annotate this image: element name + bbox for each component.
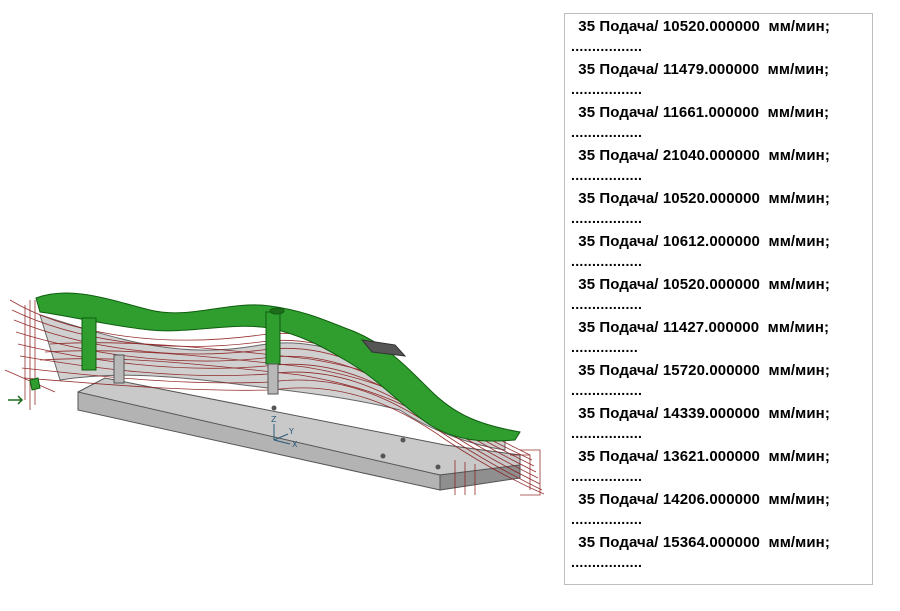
feed-entry[interactable]: 35 Подача/ 10520.000000 мм/мин; ........…: [565, 14, 872, 57]
left-marker: [29, 377, 41, 391]
feed-entry-text: 35 Подача/ 11427.000000 мм/мин;: [574, 319, 830, 336]
feed-entry-dots: ................: [571, 339, 639, 355]
axis-label-x: X: [292, 440, 298, 449]
feed-entry-text: 35 Подача/ 14339.000000 мм/мин;: [574, 405, 830, 422]
base-hole-2: [380, 453, 386, 459]
feed-entry[interactable]: 35 Подача/ 14339.000000 мм/мин; ........…: [565, 401, 872, 444]
feed-entry-dots: .................: [571, 468, 643, 484]
feed-rate-list[interactable]: 35 Подача/ 10520.000000 мм/мин; ........…: [564, 13, 873, 585]
axis-triad: [273, 424, 291, 445]
top-hole: [269, 307, 285, 315]
pillar-middle: [265, 311, 281, 365]
feed-entry[interactable]: 35 Подача/ 10612.000000 мм/мин; ........…: [565, 229, 872, 272]
feed-entry-text: 35 Подача/ 13621.000000 мм/мин;: [574, 448, 830, 465]
base-hole-3: [435, 464, 441, 470]
feed-entry-dots: .................: [571, 38, 643, 54]
feed-entry-text: 35 Подача/ 10520.000000 мм/мин;: [574, 276, 830, 293]
feed-entry-text: 35 Подача/ 11479.000000 мм/мин;: [574, 61, 830, 78]
feed-entry-dots: .................: [571, 210, 643, 226]
feed-entry-text: 35 Подача/ 10520.000000 мм/мин;: [574, 190, 830, 207]
axis-label-z: Z: [271, 415, 277, 424]
feed-entry-text: 35 Подача/ 15364.000000 мм/мин;: [574, 534, 830, 551]
dark-pad: [360, 339, 407, 357]
feed-entry[interactable]: 35 Подача/ 14206.000000 мм/мин; ........…: [565, 487, 872, 530]
cam-3d-viewport[interactable]: Z Y X: [0, 0, 560, 611]
feed-entry-dots: .................: [571, 511, 643, 527]
feed-entry[interactable]: 35 Подача/ 13621.000000 мм/мин; ........…: [565, 444, 872, 487]
feed-entry-dots: .................: [571, 554, 643, 570]
feed-entry-text: 35 Подача/ 10520.000000 мм/мин;: [574, 18, 830, 35]
feed-entry-text: 35 Подача/ 15720.000000 мм/мин;: [574, 362, 830, 379]
feed-entry-dots: .................: [571, 124, 643, 140]
base-hole-1: [271, 405, 277, 411]
feed-entry-text: 35 Подача/ 21040.000000 мм/мин;: [574, 147, 830, 164]
left-arrow: [8, 395, 24, 405]
feed-entry-dots: .................: [571, 253, 643, 269]
feed-entry[interactable]: 35 Подача/ 10520.000000 мм/мин; ........…: [565, 186, 872, 229]
feed-entry-dots: .................: [571, 167, 643, 183]
part-top-surface: [35, 292, 521, 442]
feed-entry-text: 35 Подача/ 14206.000000 мм/мин;: [574, 491, 830, 508]
feed-entry-text: 35 Подача/ 10612.000000 мм/мин;: [574, 233, 830, 250]
feed-entry-dots: .................: [571, 81, 643, 97]
feed-entry-text: 35 Подача/ 11661.000000 мм/мин;: [574, 104, 830, 121]
feed-entry-dots: .................: [571, 296, 643, 312]
feed-entry[interactable]: 35 Подача/ 21040.000000 мм/мин; ........…: [565, 143, 872, 186]
feed-entry[interactable]: 35 Подача/ 11479.000000 мм/мин; ........…: [565, 57, 872, 100]
base-block-side: [439, 464, 521, 491]
part-model-render: Z Y X: [4, 292, 545, 496]
feed-entry-dots: .................: [571, 425, 643, 441]
feed-entry[interactable]: 35 Подача/ 10520.000000 мм/мин; ........…: [565, 272, 872, 315]
base-hole-4: [400, 437, 406, 443]
axis-label-y: Y: [288, 427, 294, 436]
feed-entry-dots: .................: [571, 382, 643, 398]
pillar-left-base: [113, 354, 125, 384]
feed-entry[interactable]: 35 Подача/ 15720.000000 мм/мин; ........…: [565, 358, 872, 401]
feed-entry[interactable]: 35 Подача/ 11661.000000 мм/мин; ........…: [565, 100, 872, 143]
feed-entry[interactable]: 35 Подача/ 11427.000000 мм/мин; ........…: [565, 315, 872, 358]
feed-entry[interactable]: 35 Подача/ 15364.000000 мм/мин; ........…: [565, 530, 872, 573]
pillar-left: [81, 317, 97, 371]
pillar-middle-base: [267, 363, 279, 395]
